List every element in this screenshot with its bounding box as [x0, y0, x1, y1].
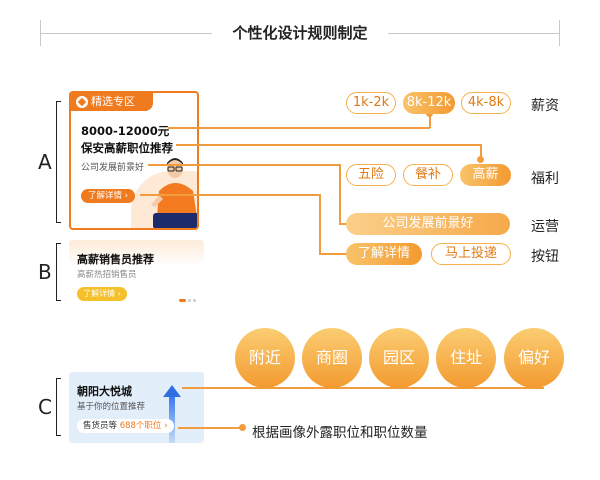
connector-button-h2: [319, 253, 349, 255]
section-letter-a: A: [38, 150, 52, 174]
card-c-title: 朝阳大悦城: [77, 385, 132, 398]
bracket-a: [56, 101, 61, 223]
bracket-b: [56, 243, 61, 301]
ops-pill[interactable]: 公司发展前景好: [346, 213, 510, 235]
featured-badge-icon: [76, 96, 88, 108]
connector-salary-v: [429, 114, 431, 128]
button-pill-1[interactable]: 了解详情: [346, 243, 422, 265]
caption-text: 根据画像外露职位和职位数量: [252, 425, 428, 441]
location-job-card[interactable]: 朝阳大悦城 基于你的位置推荐 售货员等 688个职位 ›: [69, 372, 204, 443]
salary-pill-1[interactable]: 1k-2k: [346, 92, 396, 114]
card-b-learn-more-button[interactable]: 了解详情 ›: [77, 287, 127, 301]
carousel-dot: [193, 299, 196, 302]
connector-button-v: [319, 194, 321, 254]
button-pill-2[interactable]: 马上投递: [431, 243, 511, 265]
bracket-c: [56, 378, 61, 436]
welfare-pill-2[interactable]: 餐补: [403, 164, 453, 186]
featured-header-label: 精选专区: [91, 95, 135, 108]
featured-job-card[interactable]: 精选专区 8000-12000元 保安高薪职位推荐 公司发展前景好 了解详情 ›: [69, 91, 199, 230]
salary-pill-3[interactable]: 4k-8k: [461, 92, 511, 114]
card-salary: 8000-12000元: [81, 124, 170, 138]
job-count-pill[interactable]: 售货员等 688个职位 ›: [77, 419, 174, 433]
person-illustration: [151, 158, 197, 228]
location-circle-business-district[interactable]: 商圈: [302, 328, 362, 388]
connector-ops-h1: [148, 164, 340, 166]
connector-welfare-v: [480, 144, 482, 161]
carousel-dot-active: [179, 299, 186, 302]
welfare-pill-1[interactable]: 五险: [346, 164, 396, 186]
connector-caption-dot: [239, 424, 246, 431]
connector-welfare-h: [176, 144, 481, 146]
connector-salary-h: [168, 127, 430, 129]
salary-row-label: 薪资: [531, 98, 559, 114]
learn-more-button[interactable]: 了解详情 ›: [81, 189, 135, 203]
featured-header: 精选专区: [71, 93, 153, 111]
carousel-dot: [188, 299, 191, 302]
location-circle-preference[interactable]: 偏好: [504, 328, 564, 388]
section-letter-b: B: [38, 260, 52, 284]
connector-location-h: [182, 387, 544, 389]
location-arrow-icon: [163, 385, 181, 397]
card-job-title: 保安高薪职位推荐: [81, 141, 173, 155]
connector-ops-v: [339, 164, 341, 224]
carousel-dots: [179, 299, 196, 302]
title-right-tick: [559, 20, 560, 46]
job-count-prefix: 售货员等: [83, 421, 120, 431]
section-letter-c: C: [38, 395, 52, 419]
location-circle-park[interactable]: 园区: [369, 328, 429, 388]
location-circle-address[interactable]: 住址: [436, 328, 496, 388]
card-c-subtitle: 基于你的位置推荐: [77, 402, 146, 412]
sales-job-card[interactable]: 高薪销售员推荐 高薪热招销售员 了解详情 ›: [69, 240, 204, 306]
card-description: 公司发展前景好: [81, 163, 145, 173]
title-right-line: [388, 33, 560, 34]
location-circle-nearby[interactable]: 附近: [235, 328, 295, 388]
connector-ops-h2: [339, 223, 349, 225]
welfare-pill-3[interactable]: 高薪: [460, 164, 511, 186]
connector-welfare-dot: [477, 156, 484, 163]
location-arrow-stem: [169, 397, 175, 443]
button-row-label: 按钮: [531, 249, 559, 265]
welfare-row-label: 福利: [531, 171, 559, 187]
connector-button-h1: [140, 194, 320, 196]
ops-row-label: 运营: [531, 219, 559, 235]
card-b-subtitle: 高薪热招销售员: [77, 270, 137, 280]
salary-pill-2[interactable]: 8k-12k: [403, 92, 455, 114]
card-b-title: 高薪销售员推荐: [77, 253, 154, 266]
connector-caption-h: [178, 427, 242, 429]
page-title: 个性化设计规则制定: [232, 24, 368, 42]
title-left-line: [40, 33, 212, 34]
job-count-highlight: 688个职位 ›: [119, 421, 168, 431]
